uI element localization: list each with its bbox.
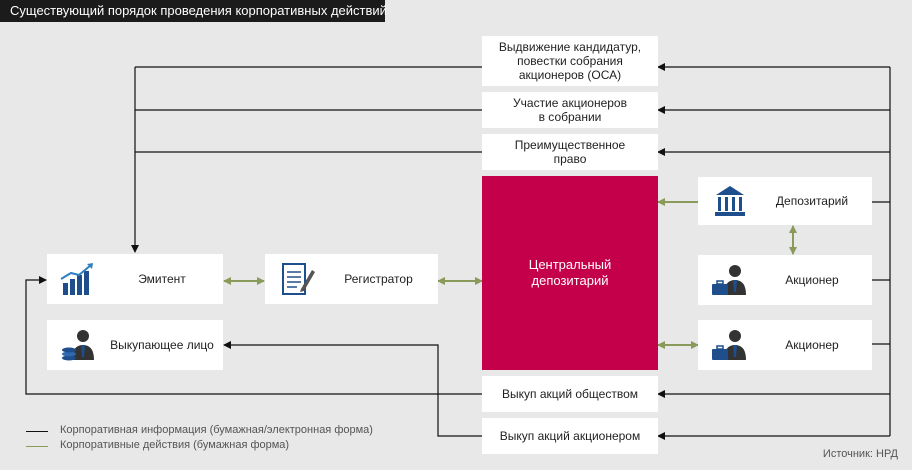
buyback-shareholder-box: Выкуп акций акционером: [482, 418, 658, 454]
legend-actions-label: Корпоративные действия (бумажная форма): [60, 439, 290, 451]
issuer-box: Эмитент: [47, 254, 223, 304]
legend-info-swatch: [26, 431, 48, 432]
shareholder-label-2: Акционер: [785, 338, 839, 352]
legend-info-label: Корпоративная информация (бумажная/элект…: [60, 424, 373, 436]
person-briefcase-icon: [712, 265, 746, 295]
arrow-buyback-to-issuer: [25, 276, 482, 395]
person-briefcase-icon: [712, 330, 746, 360]
preemptive-right-box: Преимущественное право: [482, 134, 658, 170]
buyer-label: Выкупающее лицо: [110, 338, 214, 352]
depository-label: Депозитарий: [775, 194, 849, 208]
participation-box: Участие акционеров в собрании: [482, 92, 658, 128]
bank-building-icon: [715, 186, 745, 216]
shareholder-label-1: Акционер: [785, 273, 839, 287]
buyer-box: Выкупающее лицо: [47, 320, 223, 370]
legend-actions-swatch: [26, 446, 48, 447]
person-coins-icon: [62, 330, 94, 361]
issuer-label: Эмитент: [138, 272, 186, 286]
buyback-company-box: Выкуп акций обществом: [482, 376, 658, 412]
shareholder-box-1: Акционер: [698, 255, 872, 305]
registrar-label: Регистратор: [344, 272, 413, 286]
arrow-buyback-to-buyer: [223, 341, 482, 437]
document-pen-icon: [282, 263, 315, 295]
registrar-box: Регистратор: [265, 254, 438, 304]
shareholder-box-2: Акционер: [698, 320, 872, 370]
source-note: Источник: НРД: [822, 448, 898, 460]
page-title: Существующий порядок проведения корпорат…: [0, 0, 387, 22]
depository-box: Депозитарий: [698, 177, 872, 225]
central-depository-box: Центральный депозитарий: [482, 176, 658, 370]
nomination-box: Выдвижение кандидатур, повестки собрания…: [482, 36, 658, 86]
growth-chart-icon: [60, 263, 93, 295]
